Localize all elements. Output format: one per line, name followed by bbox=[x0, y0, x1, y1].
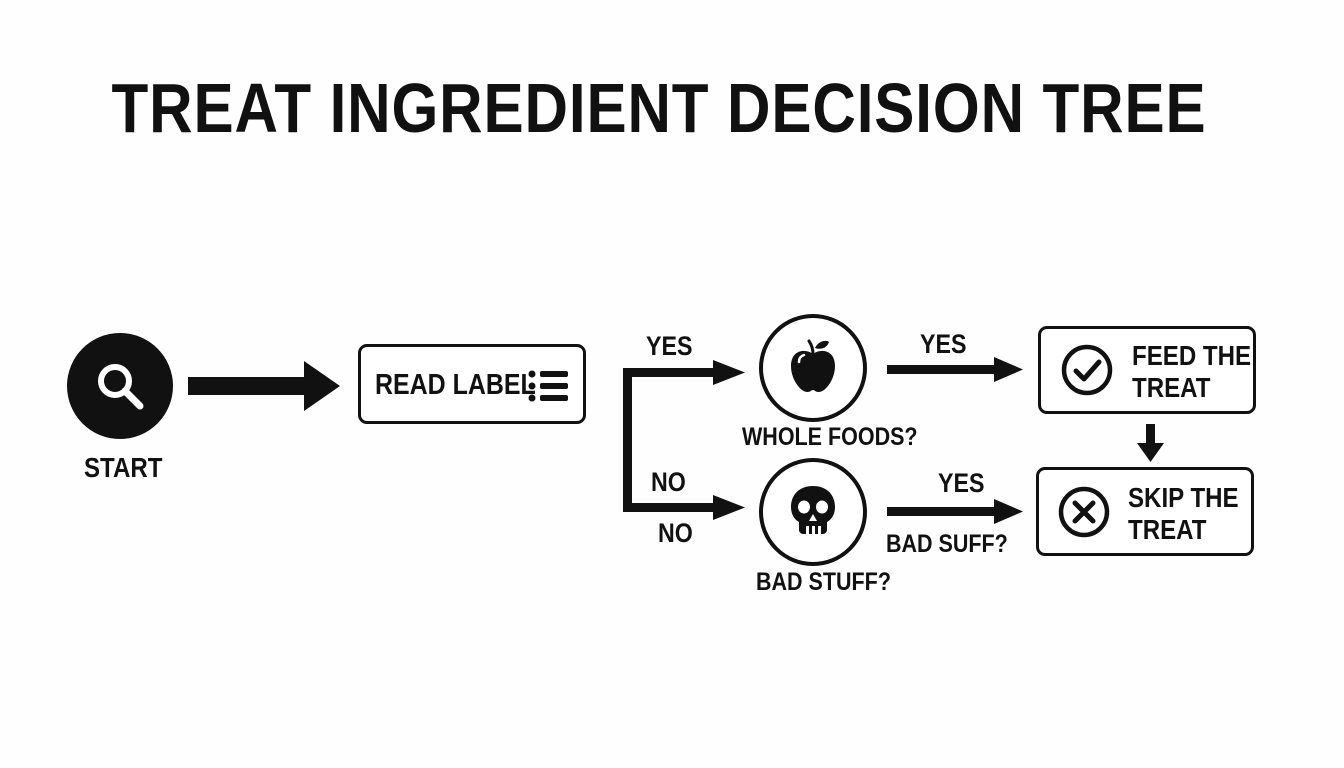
skip-treat-box: SKIP THE TREAT bbox=[1036, 467, 1254, 556]
whole-foods-node bbox=[759, 314, 867, 422]
list-icon bbox=[528, 370, 568, 402]
skip-treat-line1: SKIP THE bbox=[1128, 482, 1239, 513]
whole-foods-yes-label: YES bbox=[920, 329, 967, 359]
branch-yes-label: YES bbox=[646, 331, 693, 361]
skull-icon bbox=[791, 486, 835, 534]
x-circle-icon bbox=[1058, 486, 1110, 538]
read-label-text: READ LABEL bbox=[375, 369, 536, 401]
branch-no-label-bottom: NO bbox=[658, 518, 693, 548]
bad-stuff-yes-label: YES bbox=[938, 468, 985, 498]
whole-foods-question: WHOLE FOODS? bbox=[742, 423, 918, 451]
bad-stuff-question: BAD STUFF? bbox=[756, 568, 891, 596]
arrow-bad-stuff-to-skip bbox=[887, 499, 1023, 524]
feed-treat-line1: FEED THE bbox=[1132, 340, 1252, 371]
skip-treat-line2: TREAT bbox=[1128, 514, 1207, 545]
feed-treat-line2: TREAT bbox=[1132, 372, 1211, 403]
start-node bbox=[67, 333, 173, 439]
arrow-feed-to-skip bbox=[1137, 424, 1164, 462]
start-label: START bbox=[84, 452, 163, 483]
arrow-whole-foods-to-feed bbox=[887, 357, 1023, 382]
arrow-start-to-read-label bbox=[188, 361, 340, 411]
feed-treat-box: FEED THE TREAT bbox=[1038, 326, 1256, 414]
diagram-title: TREAT INGREDIENT DECISION TREE bbox=[111, 69, 1207, 147]
bad-stuff-node bbox=[759, 458, 867, 566]
branch-no-label-top: NO bbox=[651, 467, 686, 497]
read-label-box: READ LABEL bbox=[358, 344, 586, 424]
apple-icon bbox=[791, 339, 835, 392]
magnifier-icon bbox=[98, 364, 144, 410]
check-circle-icon bbox=[1061, 344, 1113, 396]
branch-connector bbox=[623, 360, 745, 520]
bad-stuff-arrow-caption: BAD SUFF? bbox=[886, 530, 1008, 558]
